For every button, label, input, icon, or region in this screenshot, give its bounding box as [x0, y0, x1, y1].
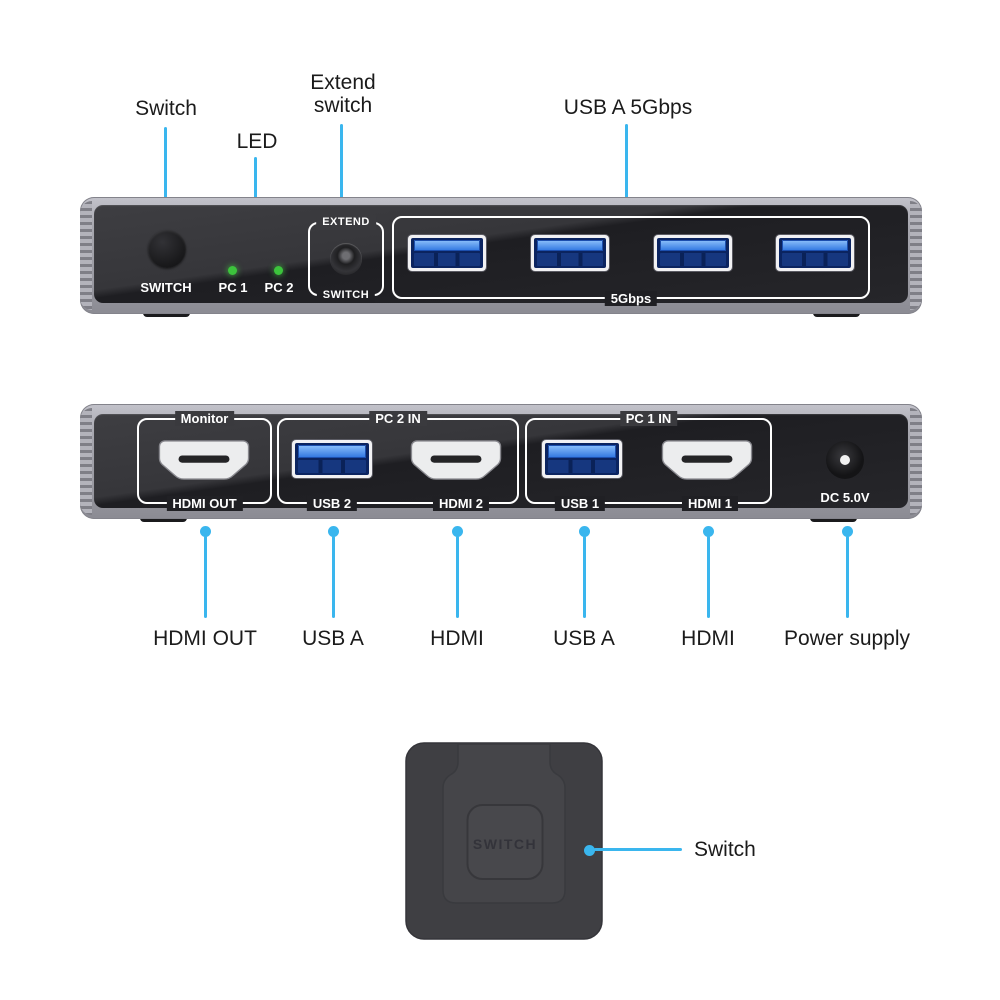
hdmi-out-label: HDMI OUT [166, 496, 243, 511]
switch-button-label: SWITCH [140, 280, 192, 295]
kvm-rear-panel: Monitor HDMI OUT PC 2 IN USB 2 HDMI 2 PC… [80, 404, 922, 519]
pc2-led [274, 266, 283, 275]
wired-remote-switch: SWITCH [405, 742, 603, 940]
grip-ridges-right [910, 408, 922, 515]
remote-switch-button [466, 804, 544, 880]
callout-line [594, 848, 682, 851]
callout-line [583, 536, 586, 618]
rear-panel-face: Monitor HDMI OUT PC 2 IN USB 2 HDMI 2 PC… [94, 411, 908, 511]
pc2-in-label: PC 2 IN [369, 411, 427, 426]
callout-line [456, 536, 459, 618]
kvm-front-panel: SWITCH PC 1 PC 2 EXTEND SWITCH 5Gbps [80, 197, 922, 314]
callout-line [340, 124, 343, 206]
usb2-label: USB 2 [306, 496, 358, 511]
extend-switch-jack [330, 243, 362, 275]
hdmi1-label: HDMI 1 [681, 496, 739, 511]
callout-dot [200, 526, 211, 537]
extend-label: EXTEND [316, 215, 376, 230]
monitor-label: Monitor [174, 411, 235, 426]
callout-line [164, 127, 167, 215]
monitor-section: Monitor HDMI OUT [137, 411, 272, 511]
callout-dot [328, 526, 339, 537]
hdmi1-port [661, 440, 753, 480]
usb1-label: USB 1 [554, 496, 606, 511]
remote-button-label: SWITCH [473, 836, 537, 852]
callout-line [254, 157, 257, 235]
pc2-in-section: PC 2 IN USB 2 HDMI 2 [277, 411, 519, 511]
callout-dot [703, 526, 714, 537]
extend-switch-section: EXTEND SWITCH [308, 215, 384, 303]
callout-label-switch: Switch [135, 97, 197, 120]
grip-ridges-left [80, 408, 92, 515]
usb-speed-label: 5Gbps [604, 291, 658, 306]
usb-a-port-2 [531, 235, 609, 271]
pc2-led-label: PC 2 [264, 280, 294, 295]
callout-dot [584, 845, 595, 856]
callout-label-usb-a-5gbps: USB A 5Gbps [563, 96, 693, 119]
callout-dot [452, 526, 463, 537]
pc1-led [228, 266, 237, 275]
hdmi2-port [410, 440, 502, 480]
callout-dot [579, 526, 590, 537]
hdmi2-label: HDMI 2 [432, 496, 490, 511]
callout-line [204, 536, 207, 618]
extend-switch-label: SWITCH [316, 288, 376, 303]
front-panel-face: SWITCH PC 1 PC 2 EXTEND SWITCH 5Gbps [94, 205, 908, 306]
callout-dot [842, 526, 853, 537]
hdmi-out-port [158, 440, 250, 480]
callout-label-hdmi-2: HDMI [430, 627, 484, 650]
pc1-in-label: PC 1 IN [619, 411, 678, 426]
callout-label-extend-switch: Extend switch [310, 71, 376, 117]
usb-a-port-3 [654, 235, 732, 271]
grip-ridges-right [910, 201, 922, 310]
switch-button [148, 230, 186, 268]
pc1-in-section: PC 1 IN USB 1 HDMI 1 [525, 411, 772, 511]
usb-a-port-4 [776, 235, 854, 271]
callout-label-hdmi-out: HDMI OUT [153, 627, 257, 650]
usb1-port [542, 440, 622, 478]
callout-line [332, 536, 335, 618]
callout-label-usb-a-1: USB A [553, 627, 615, 650]
grip-ridges-left [80, 201, 92, 310]
callout-label-usb-a-2: USB A [302, 627, 364, 650]
callout-label-remote-switch: Switch [694, 838, 756, 861]
usb-ports-section: 5Gbps [392, 216, 870, 306]
usb2-port [292, 440, 372, 478]
callout-line [846, 536, 849, 618]
callout-line [707, 536, 710, 618]
dc-power-jack [826, 441, 864, 479]
dc-power-label: DC 5.0V [820, 490, 870, 505]
callout-label-hdmi-1: HDMI [681, 627, 735, 650]
callout-label-led: LED [236, 130, 278, 153]
callout-line [625, 124, 628, 205]
usb-a-port-1 [408, 235, 486, 271]
pc1-led-label: PC 1 [218, 280, 248, 295]
callout-label-power-supply: Power supply [783, 627, 911, 650]
